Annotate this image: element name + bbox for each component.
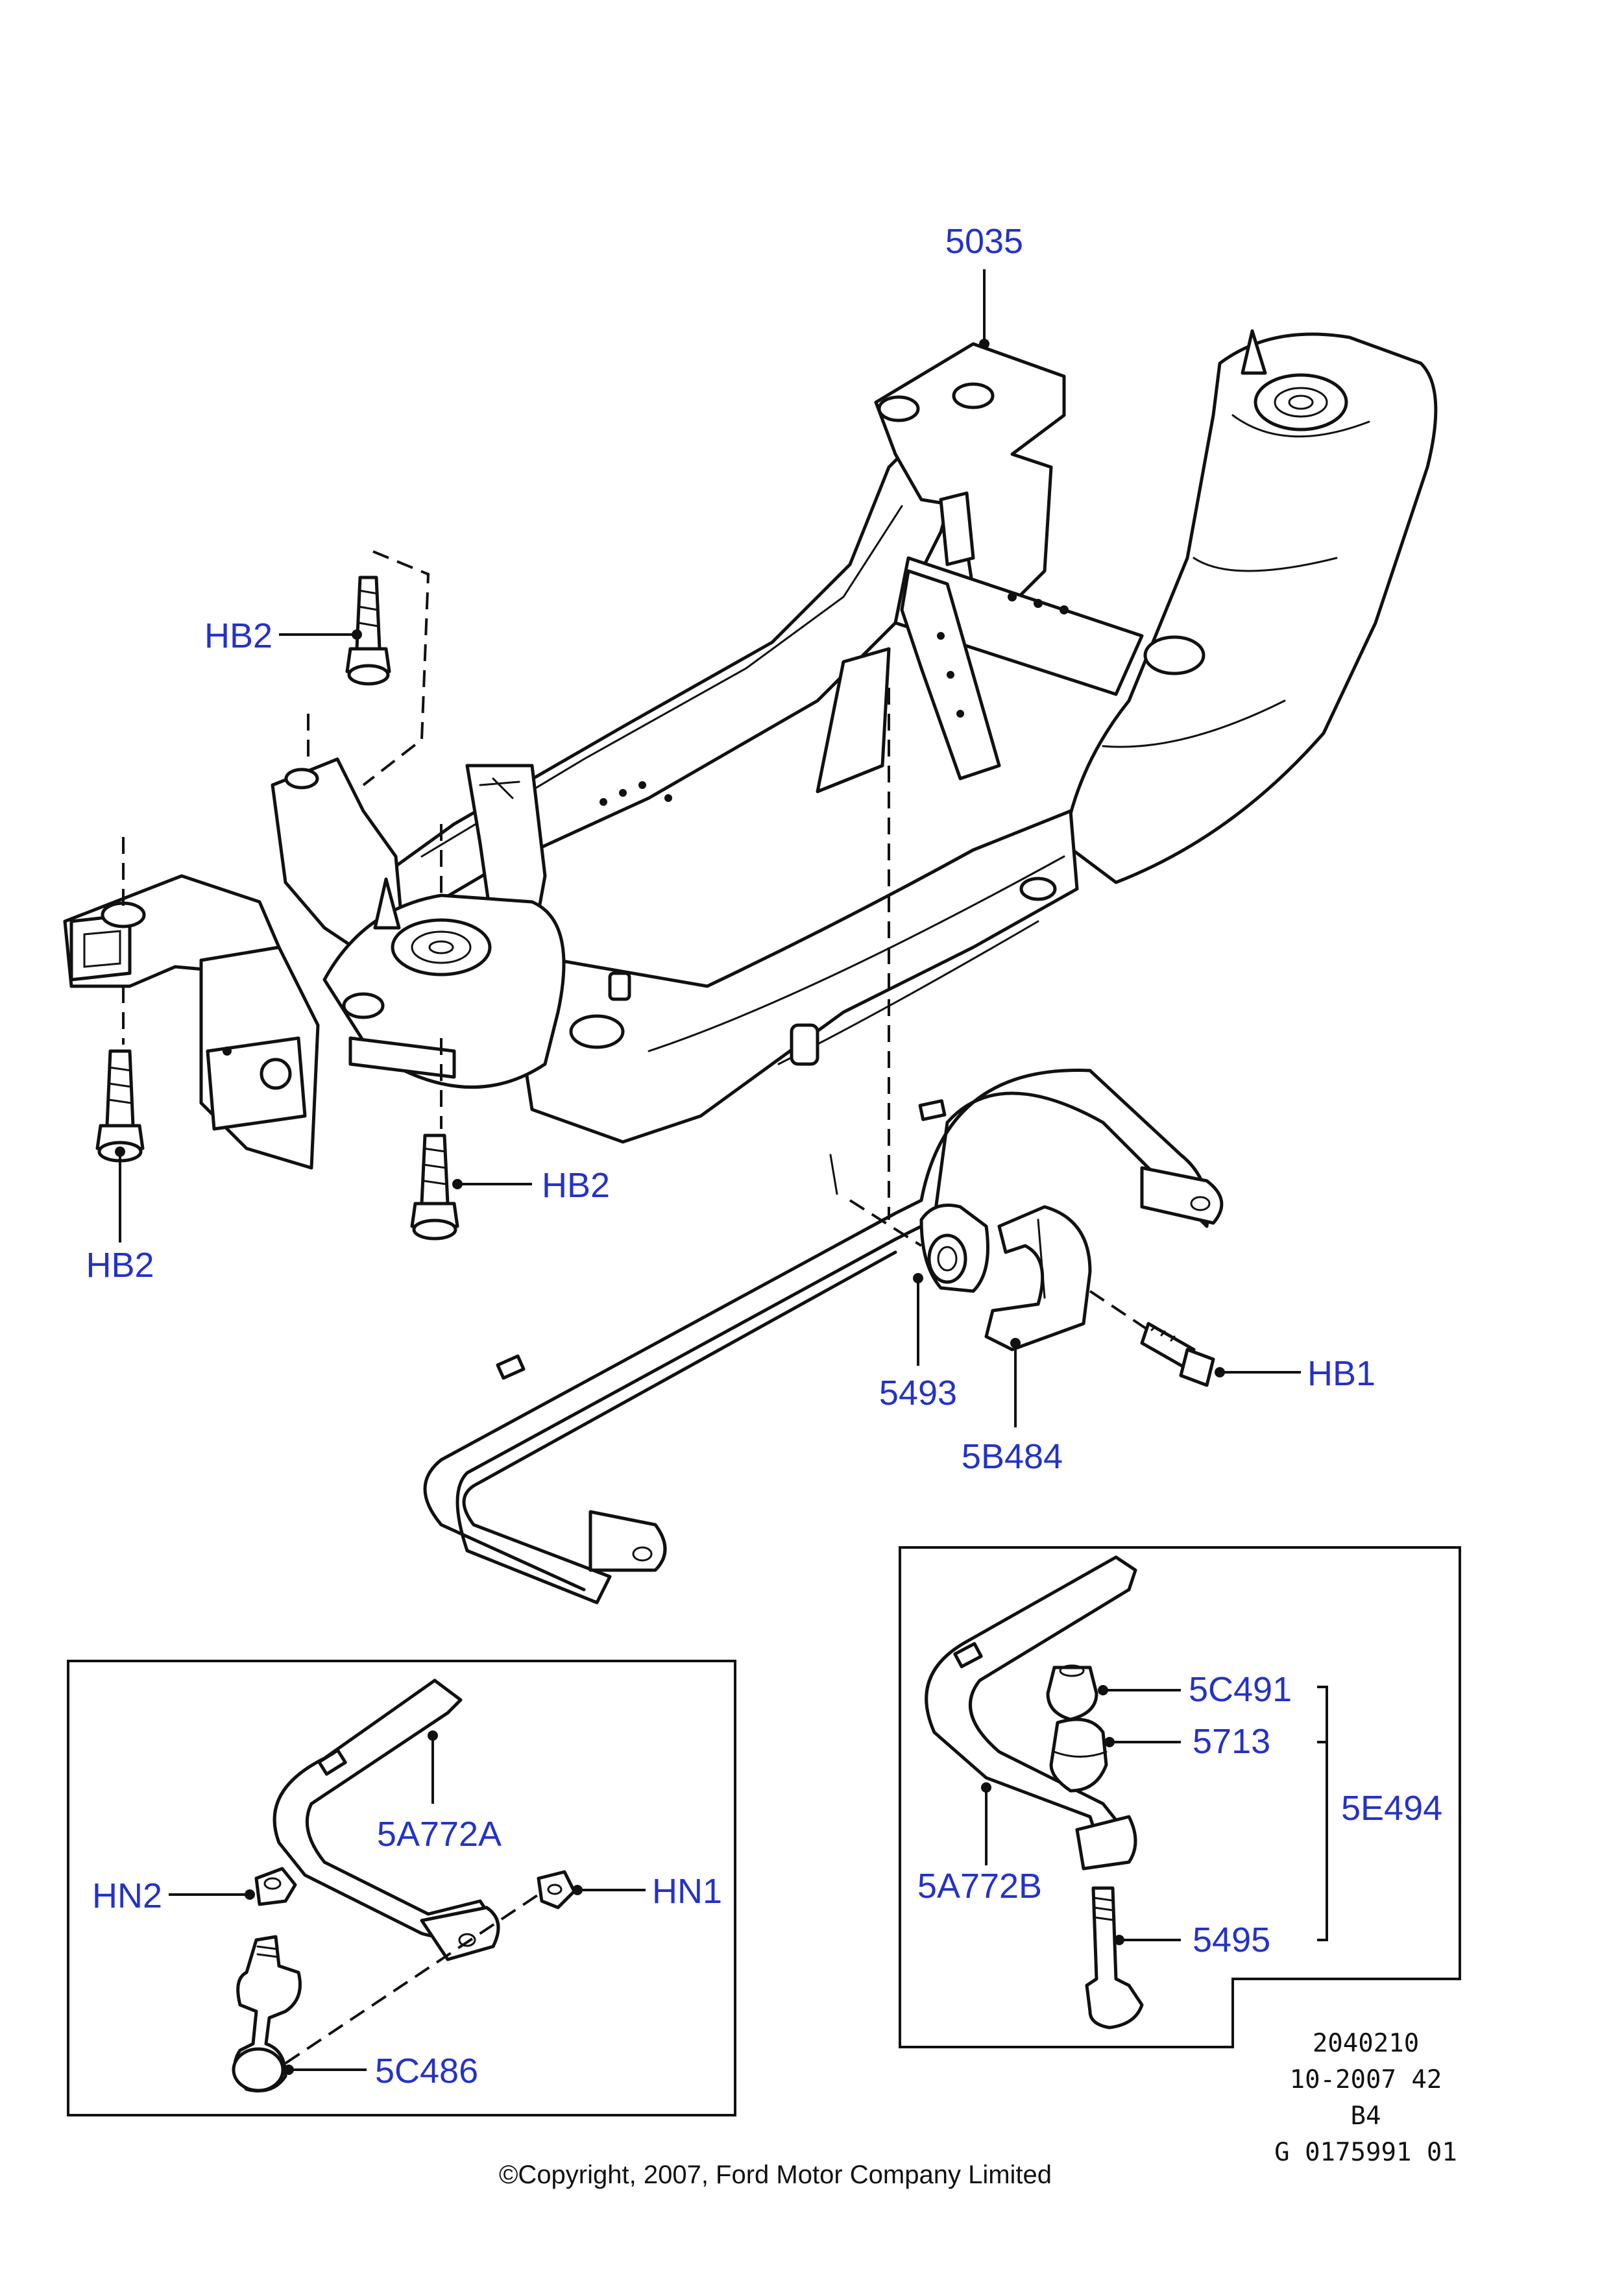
subframe-right-rail xyxy=(1062,332,1438,884)
rear-mount-bracket xyxy=(874,342,1066,605)
copyright-notice: ©Copyright, 2007, Ford Motor Company Lim… xyxy=(499,2161,1052,2189)
label-hb2-left: HB2 xyxy=(86,1246,154,1285)
label-hb2-top: HB2 xyxy=(204,616,273,655)
label-5c491: 5C491 xyxy=(1189,1670,1292,1709)
label-5c486: 5C486 xyxy=(375,2052,478,2091)
bolt-hb2-left xyxy=(95,1049,145,1163)
stabilizer-bar-outline xyxy=(439,1069,1210,1605)
label-hb1: HB1 xyxy=(1307,1354,1376,1393)
part-labels: 5035 HB2 HB2 HB2 HB1 5493 5B484 5A772A H… xyxy=(86,222,1442,2091)
label-5e494: 5E494 xyxy=(1341,1789,1442,1828)
insulator-5713 xyxy=(1049,1717,1108,1793)
inset-left-frame xyxy=(67,1660,736,2116)
label-hn1: HN1 xyxy=(652,1872,722,1911)
front-cross-beam xyxy=(517,809,1079,1144)
drawing-reference: 2040210 10-2007 42 B4 G 0175991 01 xyxy=(1274,2029,1457,2167)
assembly-lines xyxy=(122,550,1150,1331)
bolt-hb2-top xyxy=(345,576,391,686)
reference-line-2: 10-2007 42 xyxy=(1290,2065,1442,2094)
nut-hn2 xyxy=(254,1867,297,1906)
label-hb2-center: HB2 xyxy=(542,1166,610,1205)
label-5b484: 5B484 xyxy=(962,1437,1063,1476)
leaders-main xyxy=(115,269,1301,1427)
label-5a772b: 5A772B xyxy=(917,1867,1042,1906)
locating-pin-right xyxy=(1241,329,1267,375)
stabilizer-bar xyxy=(423,1069,1224,1605)
bolt-hb2-center xyxy=(410,1133,459,1241)
label-5495: 5495 xyxy=(1193,1921,1270,1959)
label-5035: 5035 xyxy=(945,222,1023,261)
inset-left xyxy=(67,1660,736,2116)
bar-end-left xyxy=(588,1510,667,1572)
label-hn2: HN2 xyxy=(92,1876,162,1915)
locating-pin-left xyxy=(373,877,401,930)
label-5a772a: 5A772A xyxy=(377,1815,502,1854)
inset-right-frame xyxy=(899,1546,1461,2048)
label-5493: 5493 xyxy=(879,1374,957,1412)
nut-hn1 xyxy=(537,1870,576,1909)
stabilizer-clamp xyxy=(984,1205,1092,1352)
reference-line-1: 2040210 xyxy=(1313,2029,1419,2058)
bar-end-right xyxy=(1140,1166,1224,1225)
bolt-5495 xyxy=(1085,1886,1144,2030)
reference-line-3: B4 xyxy=(1351,2102,1381,2131)
label-5713: 5713 xyxy=(1193,1722,1270,1761)
reference-line-4: G 0175991 01 xyxy=(1274,2138,1457,2167)
bush-and-clamp xyxy=(919,1204,1215,1387)
front-subframe xyxy=(63,329,1438,1170)
inset-right xyxy=(899,1546,1461,2048)
